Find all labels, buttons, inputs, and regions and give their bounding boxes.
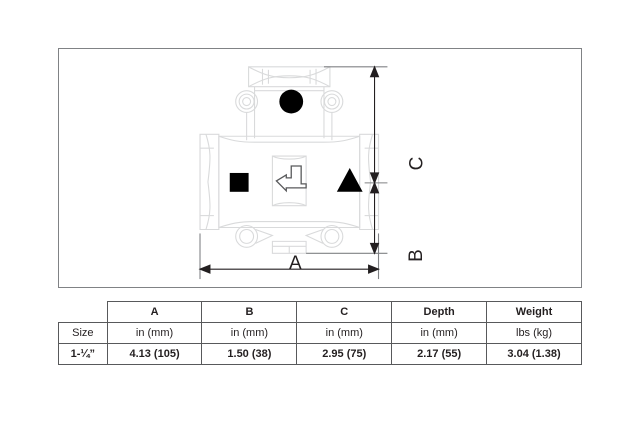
dimension-label-c: C bbox=[406, 156, 428, 171]
data-cell-depth: 2.17 (55) bbox=[391, 343, 488, 365]
bottom-union-nut bbox=[271, 240, 307, 254]
units-cell-weight: lbs (kg) bbox=[486, 322, 582, 344]
data-cell-a: 4.13 (105) bbox=[106, 343, 203, 365]
right-end-connector bbox=[359, 133, 380, 231]
valve-technical-drawing bbox=[198, 65, 388, 280]
table-header-row: A B C Depth Weight bbox=[58, 301, 582, 323]
units-cell-a: in (mm) bbox=[106, 322, 203, 344]
dimension-label-a: A bbox=[289, 253, 302, 274]
top-left-boss bbox=[235, 90, 259, 141]
top-right-boss bbox=[320, 90, 344, 141]
dimension-spec-table: A B C Depth Weight Size in (mm) in (mm) … bbox=[58, 301, 582, 365]
header-cell-a: A bbox=[106, 301, 203, 323]
units-cell-depth: in (mm) bbox=[391, 322, 488, 344]
data-cell-b: 1.50 (38) bbox=[201, 343, 298, 365]
bottom-right-boss bbox=[304, 224, 344, 248]
table-row: 1-¼” 4.13 (105) 1.50 (38) 2.95 (75) 2.17… bbox=[58, 343, 582, 365]
units-cell-c: in (mm) bbox=[296, 322, 393, 344]
units-cell-size: Size bbox=[58, 322, 108, 344]
data-cell-size: 1-¼” bbox=[58, 343, 108, 365]
data-cell-weight: 3.04 (1.38) bbox=[486, 343, 582, 365]
dimension-line-a bbox=[198, 264, 380, 274]
data-cell-c: 2.95 (75) bbox=[296, 343, 393, 365]
header-cell-blank bbox=[58, 301, 108, 323]
top-union-nut bbox=[248, 66, 331, 88]
dimension-label-b: B bbox=[405, 249, 427, 262]
dimension-line-c bbox=[369, 65, 380, 185]
circle-port-marker bbox=[279, 89, 304, 114]
header-cell-c: C bbox=[296, 301, 393, 323]
valve-outline-group bbox=[199, 66, 380, 254]
flow-symbol-plate bbox=[271, 155, 307, 207]
bottom-left-boss bbox=[235, 224, 274, 248]
header-cell-b: B bbox=[201, 301, 298, 323]
triangle-port-marker bbox=[336, 168, 363, 192]
header-cell-depth: Depth bbox=[391, 301, 488, 323]
left-end-connector bbox=[199, 133, 220, 231]
header-cell-weight: Weight bbox=[486, 301, 582, 323]
flow-direction-arrow bbox=[275, 165, 307, 193]
units-cell-b: in (mm) bbox=[201, 322, 298, 344]
dimension-line-b bbox=[369, 181, 380, 255]
drawing-frame: C B A bbox=[58, 48, 582, 288]
dimension-lines-group bbox=[198, 65, 388, 280]
square-port-marker bbox=[229, 172, 249, 192]
table-units-row: Size in (mm) in (mm) in (mm) in (mm) lbs… bbox=[58, 322, 582, 344]
